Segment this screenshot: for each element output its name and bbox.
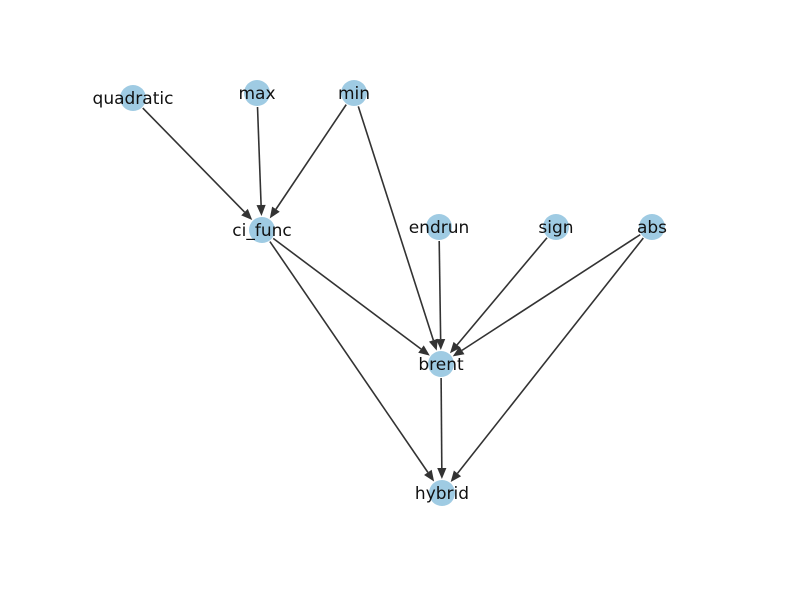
edge-sign-to-brent [450, 237, 548, 354]
node-label-ci_func: ci_func [232, 221, 291, 241]
arrowhead-icon [256, 204, 266, 217]
arrowhead-icon [450, 470, 462, 483]
edge-line [456, 237, 644, 474]
edge-line [461, 233, 641, 352]
node-label-abs: abs [637, 218, 667, 238]
arrowhead-icon [418, 345, 430, 356]
arrowhead-icon [424, 469, 435, 482]
arrowhead-icon [437, 467, 447, 479]
graph-node-max[interactable]: max [238, 80, 276, 106]
graph-node-quadratic[interactable]: quadratic [93, 85, 174, 111]
edge-line [275, 104, 347, 210]
graph-node-ci_func[interactable]: ci_func [232, 217, 292, 243]
edge-ci_func-to-brent [272, 237, 430, 356]
edge-line [272, 237, 422, 350]
edge-line [269, 241, 429, 473]
edge-quadratic-to-ci_func [142, 107, 253, 220]
node-circle-quadratic[interactable] [120, 85, 146, 111]
graph-node-min[interactable]: min [338, 80, 370, 106]
edge-brent-to-hybrid [437, 377, 447, 479]
node-circle-endrun[interactable] [426, 214, 452, 240]
node-label-sign: sign [538, 218, 573, 238]
node-label-endrun: endrun [409, 218, 470, 238]
arrowhead-icon [428, 338, 438, 351]
edges-layer [142, 104, 644, 483]
arrowhead-icon [436, 338, 446, 350]
edge-line [256, 106, 262, 206]
edge-line [438, 240, 442, 340]
edge-endrun-to-brent [436, 240, 446, 350]
graph-node-endrun[interactable]: endrun [409, 214, 470, 240]
edge-ci_func-to-hybrid [269, 241, 435, 482]
node-circle-sign[interactable] [543, 214, 569, 240]
node-circle-brent[interactable] [428, 351, 454, 377]
node-circle-max[interactable] [244, 80, 270, 106]
edge-line [142, 107, 246, 213]
graph-node-sign[interactable]: sign [538, 214, 574, 240]
node-circle-hybrid[interactable] [429, 480, 455, 506]
edge-line [357, 106, 435, 341]
arrowhead-icon [452, 346, 465, 357]
edge-abs-to-hybrid [450, 237, 644, 483]
graph-node-brent[interactable]: brent [418, 351, 464, 377]
node-circle-ci_func[interactable] [249, 217, 275, 243]
node-label-quadratic: quadratic [93, 89, 174, 109]
edge-line [440, 377, 443, 469]
arrowhead-icon [241, 208, 253, 220]
graph-node-abs[interactable]: abs [637, 214, 667, 240]
node-label-hybrid: hybrid [415, 484, 469, 504]
edge-max-to-ci_func [256, 106, 266, 217]
edge-min-to-brent [357, 106, 438, 351]
node-circle-min[interactable] [341, 80, 367, 106]
node-label-min: min [338, 84, 370, 104]
node-label-brent: brent [418, 355, 464, 375]
graph-node-hybrid[interactable]: hybrid [415, 480, 469, 506]
node-label-max: max [238, 84, 275, 104]
node-circle-abs[interactable] [639, 214, 665, 240]
arrowhead-icon [269, 206, 280, 219]
edge-min-to-ci_func [269, 104, 347, 219]
arrowhead-icon [450, 341, 461, 354]
edge-abs-to-brent [452, 233, 641, 357]
nodes-layer: quadratic max min ci_func endrun sign abs brent… [93, 80, 667, 506]
edge-line [456, 237, 548, 346]
